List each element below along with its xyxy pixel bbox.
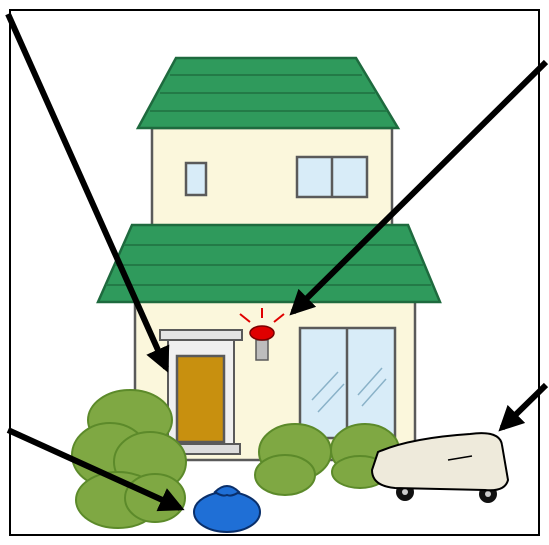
small-upper-window bbox=[186, 163, 206, 195]
porch-canopy bbox=[160, 330, 242, 340]
wall-lamp-base bbox=[256, 340, 268, 360]
front-door bbox=[177, 356, 224, 442]
glass-sliding-door bbox=[300, 328, 395, 438]
upper-double-window bbox=[297, 157, 367, 197]
bush-left bbox=[72, 390, 186, 528]
lower-roof bbox=[98, 225, 440, 302]
